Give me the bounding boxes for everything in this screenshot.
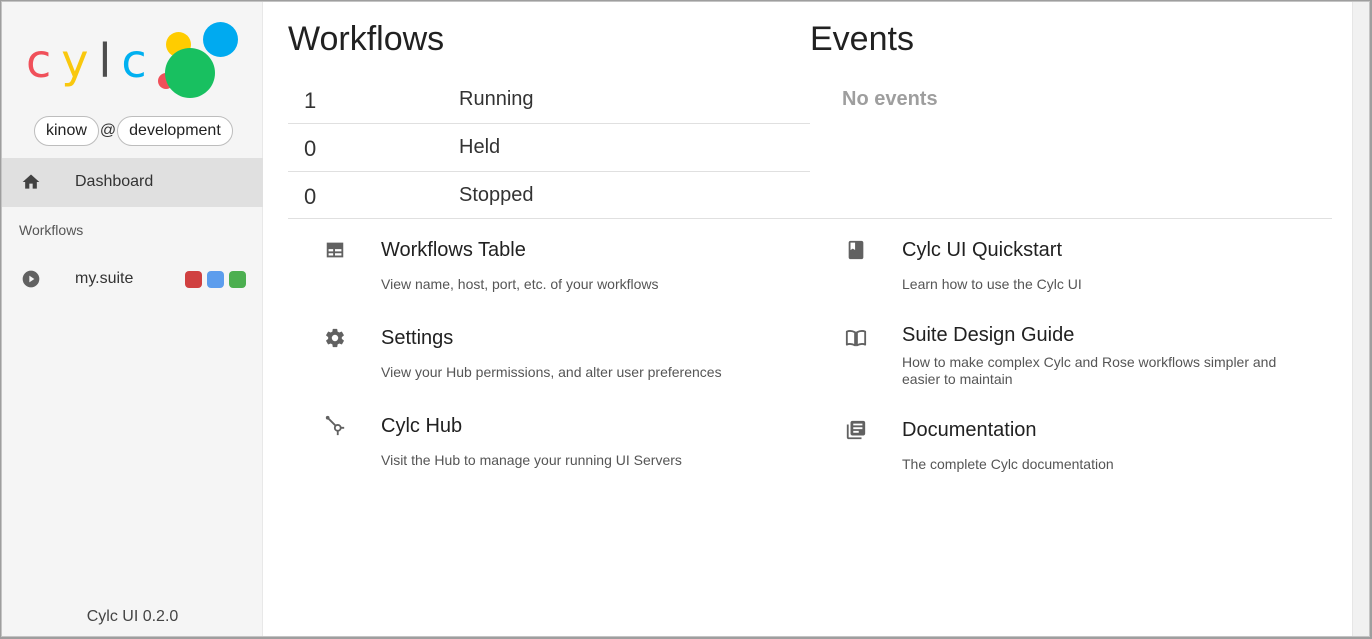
workflows-subheader: Workflows	[19, 222, 84, 238]
link-cylc-ui-quickstart[interactable]: Cylc UI Quickstart Learn how to use the …	[845, 239, 1285, 299]
link-description: Visit the Hub to manage your running UI …	[381, 452, 682, 468]
stat-count: 1	[304, 88, 317, 113]
nav-dashboard[interactable]: Dashboard	[2, 158, 263, 207]
stat-row-stopped: 0 Stopped	[288, 172, 810, 220]
link-title: Settings	[381, 327, 454, 349]
user-hub-row: kinow @ development	[34, 115, 233, 147]
book-icon	[848, 240, 864, 260]
link-settings[interactable]: Settings View your Hub permissions, and …	[324, 327, 764, 387]
section-divider	[288, 218, 1332, 219]
link-description: Learn how to use the Cylc UI	[902, 276, 1082, 292]
link-title: Cylc UI Quickstart	[902, 239, 1063, 261]
status-square-failed	[185, 271, 202, 288]
nav-dashboard-label: Dashboard	[75, 173, 154, 190]
sidebar: cylc kinow @ development Dashboard Workf…	[2, 2, 263, 636]
stat-row-running: 1 Running	[288, 76, 810, 124]
status-square-succeeded	[229, 271, 246, 288]
no-events-text: No events	[842, 88, 938, 110]
home-icon	[22, 174, 40, 189]
logo-text: cylc	[26, 34, 157, 88]
stat-count: 0	[304, 136, 317, 161]
stat-count: 0	[304, 184, 317, 209]
link-documentation[interactable]: Documentation The complete Cylc document…	[845, 419, 1285, 479]
library-books-icon	[846, 420, 866, 440]
link-title: Cylc Hub	[381, 415, 463, 437]
logo-dot-green	[165, 48, 215, 98]
link-description: View your Hub permissions, and alter use…	[381, 364, 722, 380]
cylc-logo[interactable]: cylc	[22, 18, 242, 98]
stat-label: Held	[459, 136, 501, 158]
stat-label: Stopped	[459, 184, 534, 206]
link-title: Workflows Table	[381, 239, 526, 261]
app-version: Cylc UI 0.2.0	[86, 608, 179, 625]
link-title: Documentation	[902, 419, 1037, 441]
stat-row-held: 0 Held	[288, 124, 810, 172]
link-title: Suite Design Guide	[902, 324, 1075, 346]
link-cylc-hub[interactable]: Cylc Hub Visit the Hub to manage your ru…	[324, 415, 764, 475]
link-suite-design-guide[interactable]: Suite Design Guide How to make complex C…	[845, 324, 1285, 394]
table-icon	[326, 242, 344, 258]
play-circle-icon	[22, 270, 40, 288]
dashboard-main: Workflows Events 1 Running 0 Held 0 Stop…	[264, 2, 1352, 636]
vertical-scrollbar[interactable]	[1352, 2, 1369, 636]
link-description: How to make complex Cylc and Rose workfl…	[902, 354, 1277, 387]
events-title: Events	[810, 20, 914, 58]
hub-icon	[325, 415, 345, 436]
link-description: View name, host, port, etc. of your work…	[381, 276, 659, 292]
link-workflows-table[interactable]: Workflows Table View name, host, port, e…	[324, 239, 764, 299]
gear-icon	[326, 328, 344, 348]
logo-dot-blue	[203, 22, 238, 57]
workflow-item-my-suite[interactable]: my.suite	[2, 260, 263, 298]
workflow-stats-table: 1 Running 0 Held 0 Stopped	[288, 76, 810, 220]
stat-label: Running	[459, 88, 534, 110]
link-description: The complete Cylc documentation	[902, 456, 1114, 472]
status-square-submitted	[207, 271, 224, 288]
workflow-item-label: my.suite	[75, 270, 134, 287]
user-chip[interactable]: kinow	[34, 116, 99, 146]
at-sign: @	[99, 122, 117, 139]
open-book-icon	[845, 330, 867, 347]
hub-chip[interactable]: development	[117, 116, 233, 146]
workflows-title: Workflows	[288, 20, 445, 58]
